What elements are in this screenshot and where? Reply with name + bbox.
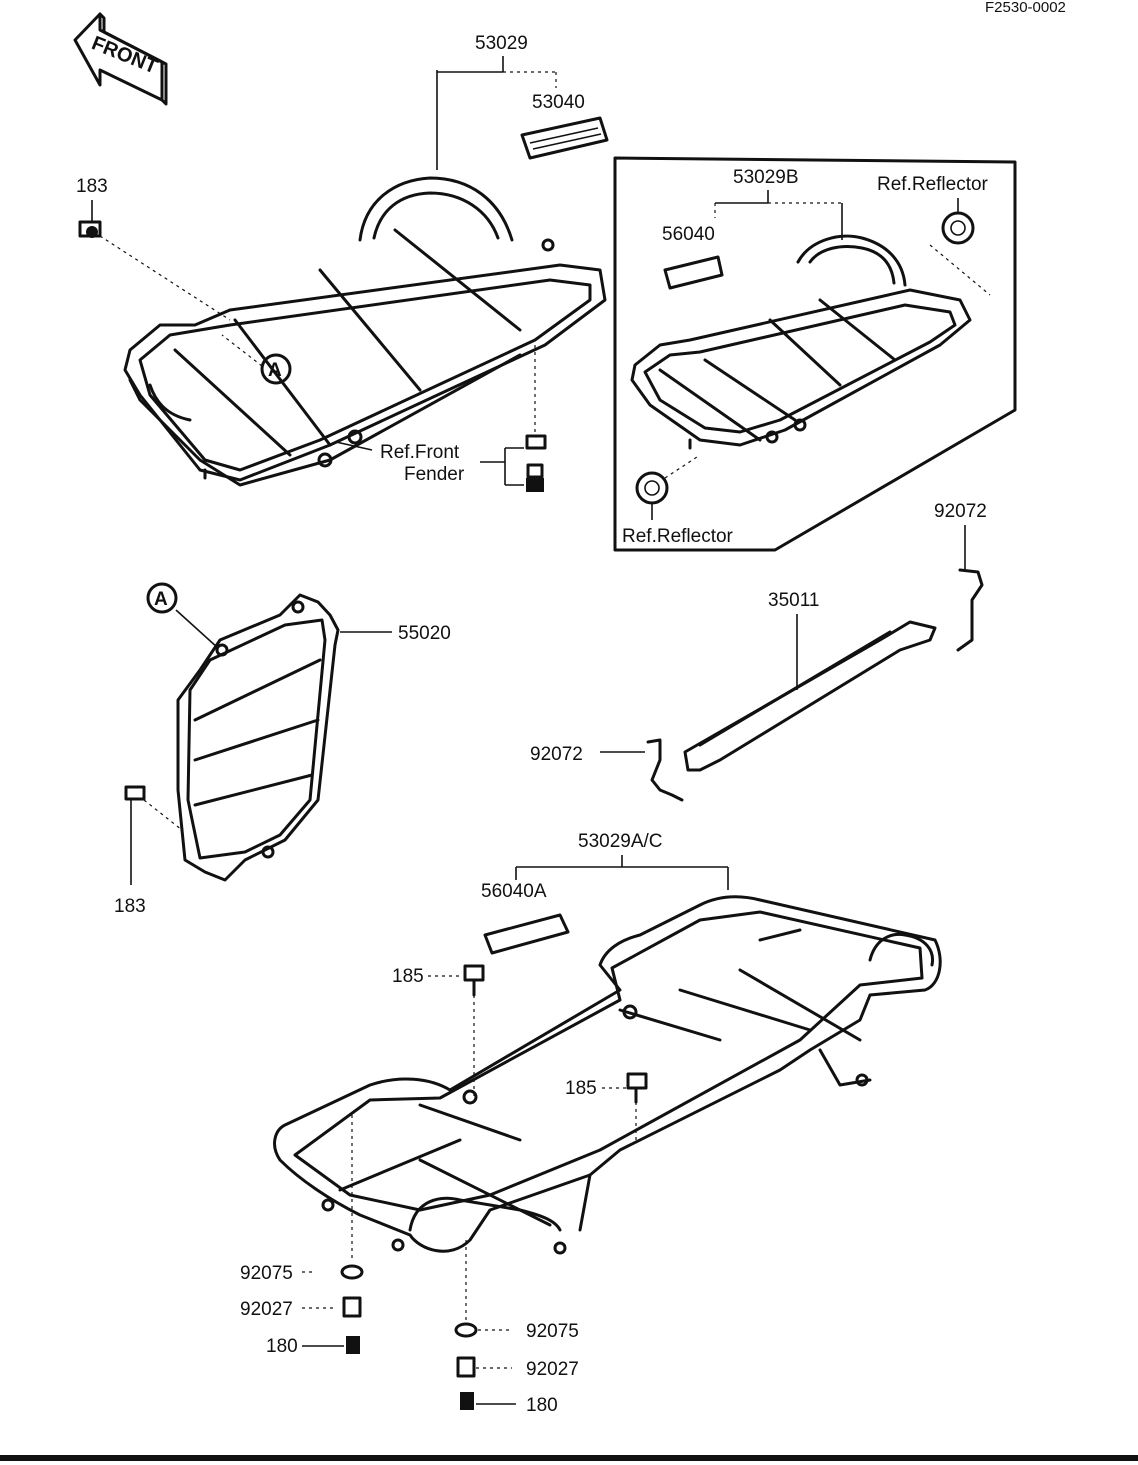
grommet-92027-left <box>342 1296 362 1318</box>
label-56040: 56040 <box>662 224 715 245</box>
label-185-right: 185 <box>565 1078 597 1099</box>
reflector-bottom <box>635 471 669 505</box>
label-180-left: 180 <box>266 1336 298 1357</box>
stay-35011 <box>683 620 937 772</box>
fender-mount-parts <box>525 345 547 492</box>
ref-a-label: A <box>268 360 282 381</box>
front-arrow-icon: FRONT <box>73 12 168 106</box>
ref-a-circle <box>260 353 292 385</box>
label-53029B: 53029B <box>733 167 799 188</box>
label-56040A: 56040A <box>481 881 547 902</box>
label-53040: 53040 <box>532 92 585 113</box>
variant-box-53029B <box>613 156 1017 552</box>
ref-a-guard-label: A <box>154 589 168 610</box>
rear-carrier-53029 <box>78 176 607 487</box>
label-180-right: 180 <box>526 1395 558 1416</box>
carrier-53029AC <box>273 895 942 1255</box>
reflector-top <box>941 211 975 245</box>
label-92075-right: 92075 <box>526 1321 579 1342</box>
label-front-fender-1: Ref.Front <box>380 442 460 463</box>
washer-92075-right <box>454 1322 478 1338</box>
label-92027-right: 92027 <box>526 1359 579 1380</box>
label-reflector-top: Ref.Reflector <box>877 174 989 195</box>
grommet-92027-right <box>456 1356 476 1378</box>
washer-92075-left <box>340 1264 364 1280</box>
label-92075-left: 92075 <box>240 1263 293 1284</box>
bolt-185-left <box>463 964 485 982</box>
bolt-180-right <box>460 1392 474 1410</box>
label-92072-top: 92072 <box>934 501 987 522</box>
ref-a-guard-circle <box>146 582 178 614</box>
label-reflector-bottom: Ref.Reflector <box>622 526 734 547</box>
label-183-top: 183 <box>76 176 108 197</box>
drawing-code: F2530-0002 <box>985 0 1066 16</box>
label-92027-left: 92027 <box>240 1299 293 1320</box>
bolt-185-right <box>626 1072 648 1090</box>
emblem-56040A <box>483 913 570 955</box>
label-185-left: 185 <box>392 966 424 987</box>
label-55020: 55020 <box>398 623 451 644</box>
label-53029: 53029 <box>475 33 528 54</box>
strap-92072-left <box>646 738 684 802</box>
bolt-180-left <box>346 1336 360 1354</box>
emblem-56040 <box>663 255 724 290</box>
strap-92072-top <box>956 568 984 652</box>
label-front-fender-2: Fender <box>404 464 465 485</box>
label-92072-left: 92072 <box>530 744 583 765</box>
label-35011: 35011 <box>768 590 819 611</box>
label-53029AC: 53029A/C <box>578 831 663 852</box>
emblem-53040 <box>520 116 609 160</box>
guard-55020 <box>176 593 340 882</box>
label-183-bottom: 183 <box>114 896 146 917</box>
carrier-53029B <box>630 234 972 450</box>
bolt-183-guard <box>124 785 146 801</box>
